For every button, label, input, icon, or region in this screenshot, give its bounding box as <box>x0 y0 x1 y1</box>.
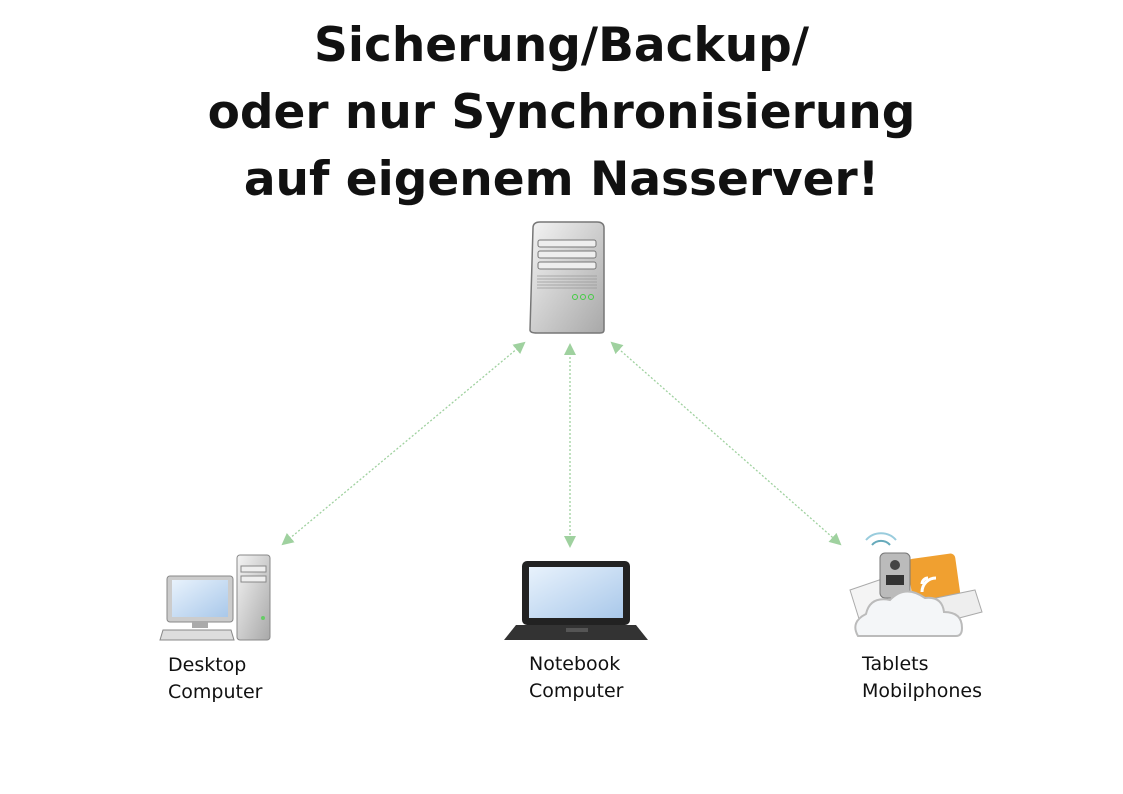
diagram-title: Sicherung/Backup/ oder nur Synchronisier… <box>0 12 1123 213</box>
desktop-label-line-1: Desktop <box>168 654 247 676</box>
notebook-label-line-1: Notebook <box>529 653 621 675</box>
title-line-3: auf eigenem Nasserver! <box>243 152 880 207</box>
sync-arrow-mobile <box>610 341 842 546</box>
mobile-label-line-2: Mobilphones <box>862 680 982 702</box>
notebook-label: Notebook Computer <box>529 651 623 705</box>
mobile-label: Tablets Mobilphones <box>862 651 982 705</box>
notebook-icon <box>504 561 648 640</box>
sync-arrow-desktop <box>281 341 526 546</box>
mobile-cloud-icon <box>849 532 983 637</box>
mobile-label-line-1: Tablets <box>862 653 929 675</box>
title-line-1: Sicherung/Backup/ <box>314 18 809 73</box>
title-line-2: oder nur Synchronisierung <box>207 85 916 140</box>
notebook-label-line-2: Computer <box>529 680 624 702</box>
server-icon <box>529 221 605 334</box>
desktop-label: Desktop Computer <box>168 652 262 706</box>
desktop-computer-icon <box>159 554 271 641</box>
desktop-label-line-2: Computer <box>168 681 263 703</box>
